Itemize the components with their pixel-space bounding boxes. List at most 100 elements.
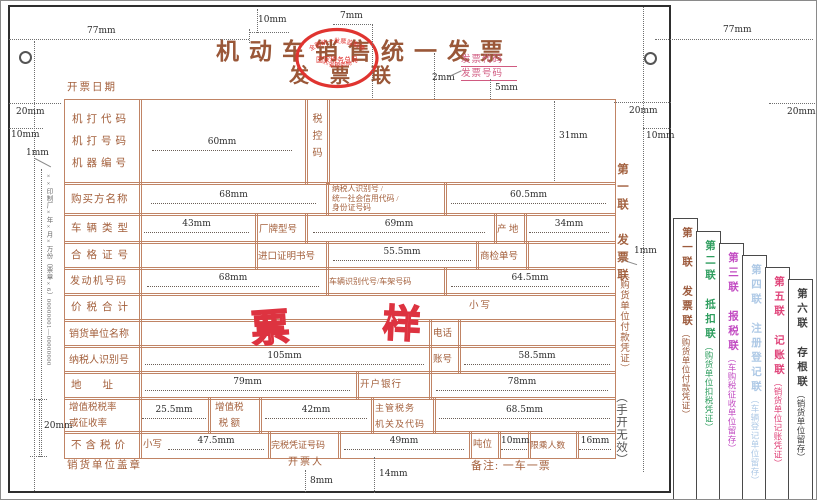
dim-line-10-right: [643, 128, 671, 129]
cell-vin-field: [444, 267, 616, 296]
punch-hole-right: [644, 52, 657, 65]
dim-label-8: 8mm: [310, 476, 333, 486]
price-excl-tax-label: 不含税价: [71, 440, 129, 451]
cert-label: 合格证号: [71, 250, 133, 261]
cell-tax-authority-label: [371, 397, 436, 434]
copy-strip-4-title: 第四联 注册登记联: [750, 264, 761, 395]
passenger-label: 限乘人数: [530, 440, 566, 450]
cell-buyer-id-field: [444, 182, 616, 216]
handwritten-invalid-note: （手开无效）: [615, 391, 627, 466]
engine-label: 发动机号码: [70, 276, 128, 287]
dim-ext-5: [490, 79, 491, 99]
cell-phone-label: [429, 319, 461, 348]
cell-tax-control: [305, 99, 330, 185]
specimen-char-right: 样: [381, 302, 423, 348]
cell-seller-field: [139, 319, 432, 348]
cell-tonnage-field: [498, 431, 531, 459]
dim-line-77-right: [655, 39, 813, 40]
dim-tax-cert-field: 49mm: [344, 436, 464, 450]
inspection-label: 商检单号: [480, 252, 519, 262]
cell-passenger-label: [528, 431, 579, 459]
cell-vat-amount-field: [259, 397, 374, 434]
cell-seller-taxid-label: [64, 345, 142, 374]
vat-amount-label: 增值税 税 额: [215, 403, 244, 429]
copy-strip-2: 第二联 抵扣联（购货单位扣税凭证）: [696, 231, 721, 499]
copy-strip-5-title: 第五联 记账联: [773, 276, 784, 378]
cell-vehicle-type-label: [64, 213, 142, 244]
cell-tax-cert-field: [338, 431, 472, 459]
cell-address-field: [139, 371, 359, 400]
dim-label-20-left: 20mm: [16, 107, 45, 117]
cell-total-label: [64, 293, 142, 322]
price-in-figures-label: 小写: [143, 440, 163, 450]
cell-tax-authority-field: [433, 397, 616, 434]
dim-label-10-top: 10mm: [258, 15, 287, 25]
total-in-figures-label: 小写: [469, 301, 493, 311]
buyer-label: 购买方名称: [71, 194, 129, 205]
cell-vat-rate-field: [139, 397, 211, 434]
remark-label: 备注: 一车一票: [471, 460, 551, 472]
cell-engine-field: [139, 267, 329, 296]
account-label: 账号: [433, 355, 453, 365]
copy-strip-6-title: 第六联 存根联: [796, 288, 807, 390]
dim-label-1-right: 1mm: [634, 246, 657, 256]
dim-line-20-right: [614, 102, 671, 103]
seal-center-text: 国家税务总局: [316, 55, 358, 64]
cell-account-field: [458, 345, 616, 374]
specimen-char-left: 票: [249, 306, 291, 352]
copy-strip-4-purpose: （车辆登记单位留存）: [750, 395, 760, 485]
cell-tax-cert-label: [268, 431, 341, 459]
dim-price-field: 47.5mm: [168, 436, 264, 450]
cell-cert-field: [139, 241, 258, 270]
cell-total-field: [139, 293, 616, 322]
cell-tax-control-field: [327, 99, 616, 185]
dim-label-7-top: 7mm: [340, 11, 363, 21]
dim-bank-field: 78mm: [436, 377, 608, 391]
cell-brand-label: [255, 213, 308, 244]
dim-tick-77-left: [249, 29, 250, 43]
dim-line-77-left: [9, 39, 249, 40]
dim-tax-authority-field: 68.5mm: [439, 405, 610, 419]
import-cert-label: 进口证明书号: [258, 252, 316, 262]
copy-strip-1-purpose: （购货单位付款凭证）: [681, 329, 691, 419]
cell-import-cert-field: [326, 241, 479, 270]
address-label: 地 址: [71, 380, 113, 391]
invoice-title: 机动车销售统一发票: [216, 39, 513, 64]
dim-tick-20bl-a: [30, 399, 47, 400]
buyer-id-label: 纳税人识别号 / 统一社会信用代码 / 身份证号码: [332, 184, 399, 213]
cell-phone-field: [458, 319, 616, 348]
drawer-label: 开票人: [288, 457, 324, 468]
cell-origin-field: [524, 213, 616, 244]
cell-address-label: [64, 371, 142, 400]
copy-strip-6: 第六联 存根联（销货单位留存）: [788, 279, 813, 499]
dim-ext-10-top: [257, 9, 258, 33]
dim-label-14: 14mm: [379, 469, 408, 479]
dim-line-14: [374, 457, 375, 493]
dim-label-1-left: 1mm: [26, 148, 49, 158]
cell-vin-label: [326, 267, 447, 296]
tax-cert-label: 完税凭证号码: [271, 440, 326, 450]
dim-line-10-left: [9, 128, 43, 129]
cell-origin-label: [494, 213, 527, 244]
dim-line-8: [305, 470, 306, 492]
cell-bank-label: [356, 371, 432, 400]
bank-label: 开户银行: [360, 380, 403, 390]
cell-tonnage-label: [469, 431, 501, 459]
dim-line-31: [554, 101, 555, 181]
cell-seller-label: [64, 319, 142, 348]
side-first-copy-label: 第一联 发票联: [616, 163, 628, 286]
left-margin-fold-line: [34, 41, 35, 491]
cell-passenger-field: [576, 431, 616, 459]
invoice-code-label: 发票代码: [461, 51, 517, 67]
dim-vehicle-type-field: 43mm: [144, 219, 249, 233]
dim-tonnage-field: 10mm: [501, 436, 530, 450]
seller-taxid-label: 纳税人识别号: [69, 355, 129, 366]
dim-buyer-id-field: 60.5mm: [451, 190, 606, 204]
copy-strip-1-title: 第一联 发票联: [681, 227, 692, 329]
dim-ext-7-b: [434, 53, 435, 99]
dim-ext-7-a: [372, 24, 373, 100]
cell-bank-field: [429, 371, 616, 400]
dim-label-2: 2mm: [432, 73, 455, 83]
dim-buyer-field: 68mm: [151, 190, 316, 204]
dim-label-5: 5mm: [495, 83, 518, 93]
